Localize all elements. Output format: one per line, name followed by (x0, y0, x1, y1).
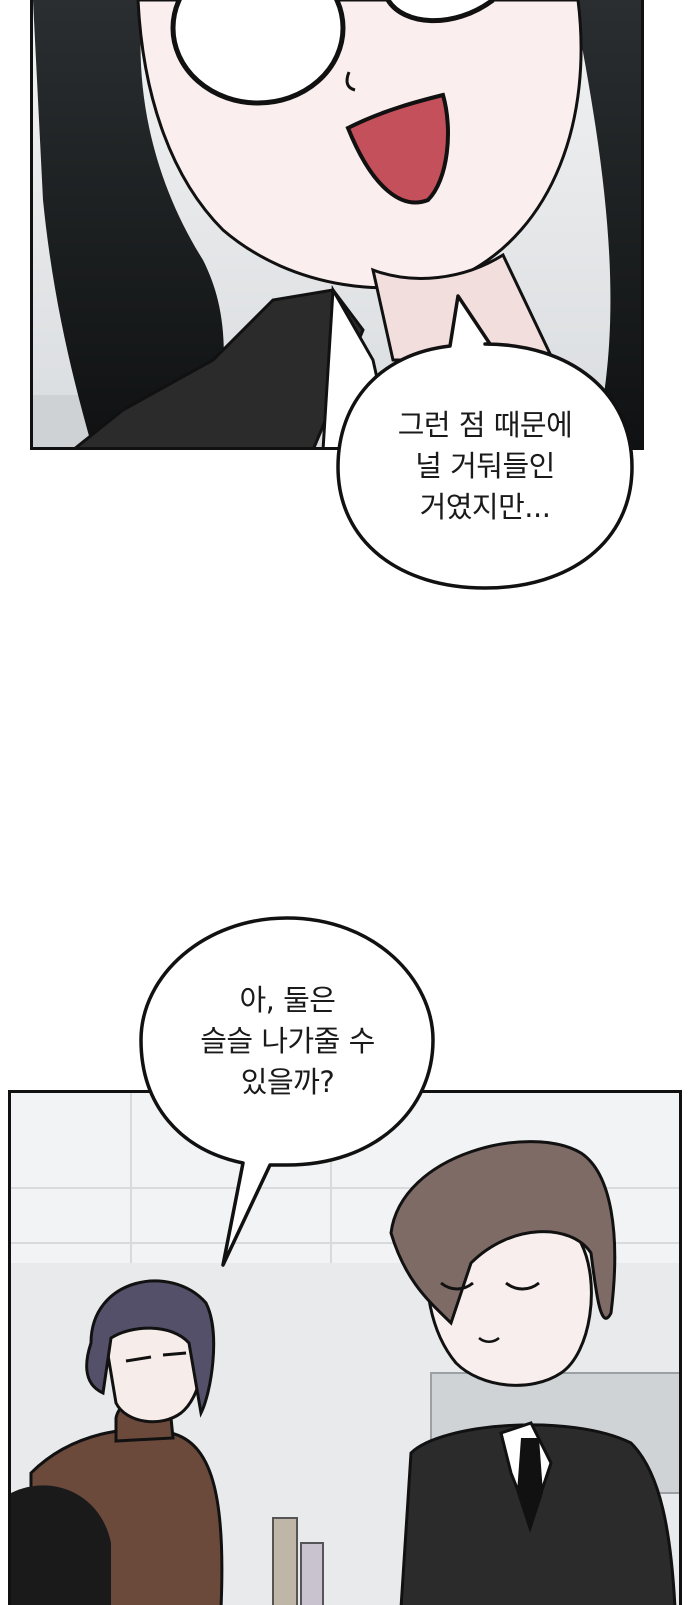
bubble-2-line-2: 슬슬 나가줄 수 (200, 1024, 375, 1058)
glasses-lens-left (170, 0, 346, 106)
panel-top-artwork (33, 0, 641, 447)
comic-panel-bottom (8, 1090, 682, 1605)
bubble-1-line-1: 그런 점 때문에 (397, 408, 573, 442)
hair-right (573, 0, 641, 447)
bubble-2-text: 아, 둘은 슬슬 나가줄 수 있을까? (145, 980, 430, 1103)
comic-panel-top (30, 0, 644, 450)
suit-jacket (74, 288, 365, 447)
hair-left (33, 0, 224, 447)
bubble-2-line-1: 아, 둘은 (239, 983, 336, 1017)
bottle (272, 1517, 298, 1605)
left-character-hair (85, 1279, 216, 1418)
open-mouth (345, 92, 450, 205)
bubble-1-text: 그런 점 때문에 널 거둬들인 거였지만... (340, 405, 630, 528)
bottle (300, 1542, 324, 1605)
bubble-1-line-3: 거였지만... (419, 490, 551, 524)
speech-bubble-1 (336, 294, 634, 590)
black-suit (399, 1423, 677, 1605)
glasses-lens-right (385, 0, 495, 24)
speech-bubble-2 (139, 916, 435, 1267)
black-tie (517, 1438, 543, 1533)
bubble-2-line-3: 있을까? (240, 1065, 335, 1099)
bubble-1-line-2: 널 거둬들인 (415, 449, 555, 483)
foreground-head-silhouette (11, 1485, 111, 1605)
panel-bottom-artwork (11, 1093, 679, 1605)
right-character-hair (389, 1140, 617, 1326)
